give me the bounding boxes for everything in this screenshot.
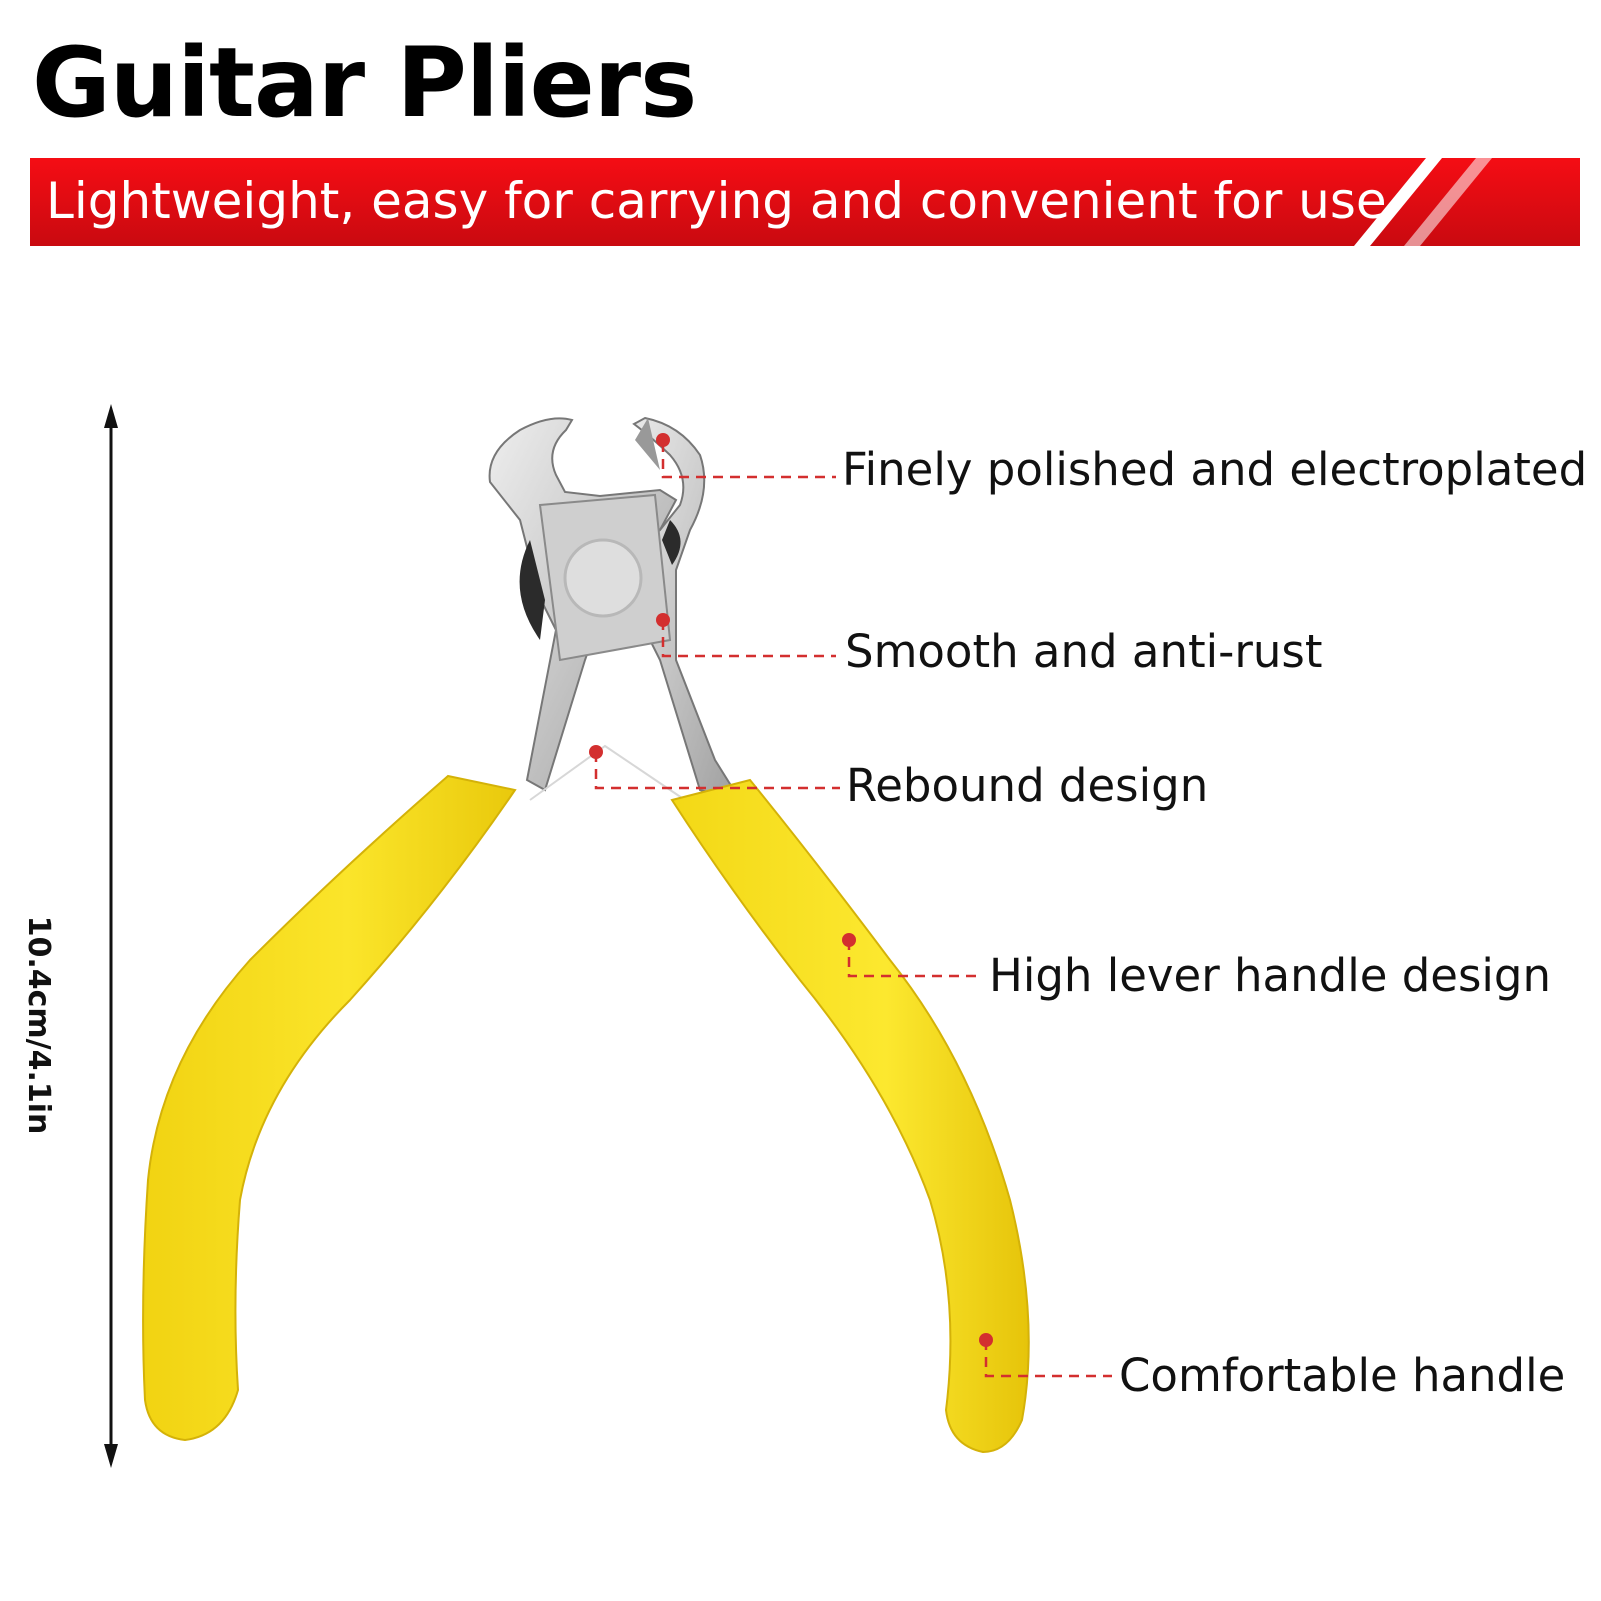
banner-stripe-2 [1404, 158, 1492, 246]
dimension-arrow [104, 404, 118, 1468]
banner-bar [30, 158, 1580, 246]
right-handle [670, 778, 1030, 1454]
callout-marker-4 [979, 1333, 993, 1347]
callout-markers [589, 433, 993, 1347]
callout-lines [594, 442, 1112, 1378]
pivot-rivet [563, 538, 643, 618]
banner-text: Lightweight, easy for carrying and conve… [46, 172, 1387, 230]
callout-marker-2 [589, 745, 603, 759]
callout-marker-1 [656, 613, 670, 627]
banner-stripe-1 [1354, 158, 1442, 246]
callout-label-lever: High lever handle design [989, 949, 1551, 1002]
callout-marker-0 [656, 433, 670, 447]
callout-label-rebound: Rebound design [846, 759, 1209, 812]
pliers-head [488, 416, 743, 802]
dimension-label: 10.4cm/4.1in [21, 915, 56, 1135]
callout-marker-3 [842, 933, 856, 947]
callout-label-handle: Comfortable handle [1119, 1349, 1566, 1402]
left-handle [142, 774, 517, 1442]
page-title: Guitar Pliers [32, 27, 697, 139]
callout-label-finish: Finely polished and electroplated [842, 443, 1588, 496]
rebound-spring [529, 744, 686, 801]
callout-label-anti-rust: Smooth and anti-rust [845, 625, 1323, 678]
